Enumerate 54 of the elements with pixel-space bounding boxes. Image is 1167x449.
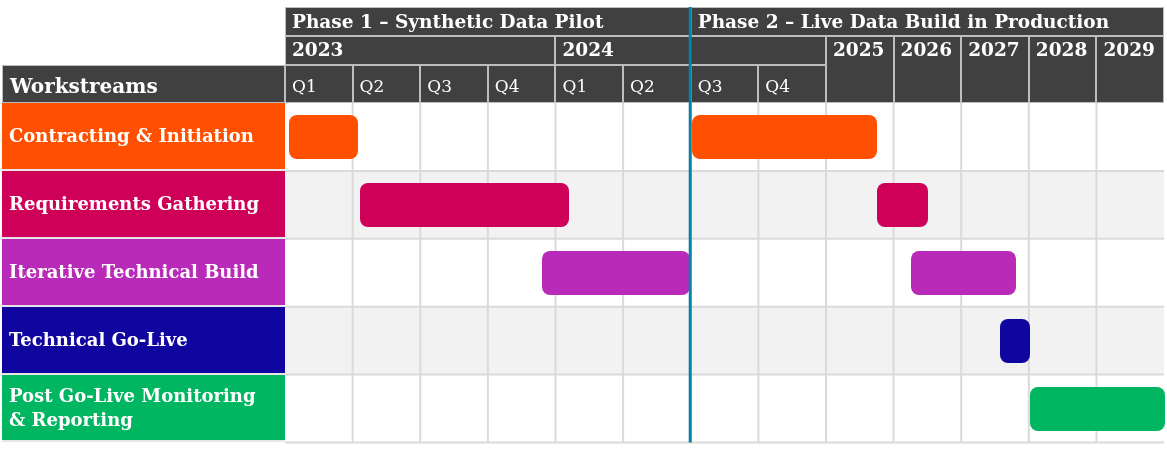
year-label: 2023 <box>292 39 344 60</box>
year-label: 2025 <box>832 39 885 60</box>
quarter-header-cell <box>352 65 421 103</box>
timeline-bar <box>877 182 928 227</box>
timeline-bar <box>1030 386 1165 431</box>
year-label: 2027 <box>968 39 1020 60</box>
quarter-label: Q1 <box>292 75 317 96</box>
year-header-cell <box>825 36 894 103</box>
quarter-header-cell <box>555 65 624 103</box>
quarter-label: Q2 <box>359 75 385 96</box>
phase-title: Phase 1 – Synthetic Data Pilot <box>292 11 604 32</box>
quarter-header-cell <box>420 65 488 103</box>
year-label: 2029 <box>1103 39 1155 60</box>
phase-header-cell <box>690 7 1165 36</box>
year-header-cell <box>1096 36 1165 103</box>
quarter-label: Q3 <box>427 75 452 96</box>
quarter-label: Q4 <box>494 75 520 96</box>
timeline-bar <box>360 182 569 227</box>
year-header-cell <box>961 36 1029 103</box>
quarter-label: Q2 <box>630 75 655 96</box>
quarter-header-cell <box>623 65 691 103</box>
quarter-header-cell <box>487 65 556 103</box>
quarter-header-cell <box>758 65 826 103</box>
year-header-cell <box>555 36 826 65</box>
quarter-label: Q1 <box>562 75 588 96</box>
workstream-name: Post Go-Live Monitoring & Reporting <box>9 384 257 431</box>
workstream-cell <box>2 238 285 307</box>
quarter-header-cell <box>285 65 353 103</box>
workstream-name: Contracting & Initiation <box>9 124 254 148</box>
year-header-cell <box>285 36 556 65</box>
workstream-cell <box>2 374 285 443</box>
quarter-header-cell <box>690 65 759 103</box>
year-header-cell <box>1028 36 1097 103</box>
phase-header-cell <box>285 7 691 36</box>
workstream-cell <box>2 103 285 171</box>
timeline-bar <box>542 250 690 295</box>
quarter-label: Q4 <box>765 75 791 96</box>
timeline-bar <box>911 250 1016 295</box>
year-label: 2026 <box>900 39 953 60</box>
timeline-bar <box>289 115 358 159</box>
column-title: Workstreams <box>10 73 158 98</box>
timeline-bar <box>1000 318 1030 363</box>
workstream-cell <box>2 306 285 375</box>
year-label: 2028 <box>1035 39 1088 60</box>
workstream-name: Requirements Gathering <box>9 192 260 216</box>
workstream-name: Iterative Technical Build <box>9 260 259 284</box>
workstream-name: Technical Go-Live <box>9 327 188 352</box>
column-header-cell <box>2 65 285 103</box>
timeline-bar <box>692 115 877 159</box>
quarter-label: Q3 <box>697 75 723 96</box>
phase-title: Phase 2 – Live Data Build in Production <box>697 11 1110 32</box>
year-header-cell <box>893 36 962 103</box>
workstream-cell <box>2 170 285 239</box>
year-label: 2024 <box>562 39 614 60</box>
